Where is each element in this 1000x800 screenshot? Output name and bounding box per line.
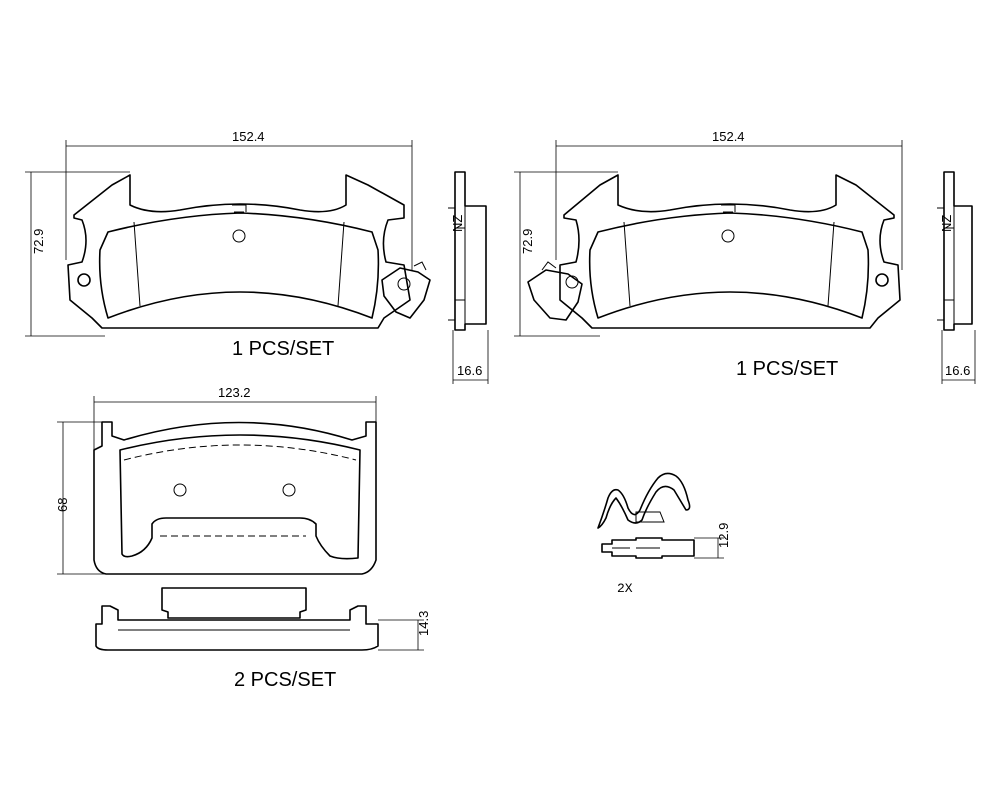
pad-upper-left-sensor-rivet — [397, 277, 411, 291]
pad-upper-left-side-mark: NZ — [450, 215, 465, 232]
pad-upper-right-sensor-tab — [541, 261, 557, 271]
pad-upper-right-side-details — [937, 207, 954, 321]
pad-lower-wear-line — [123, 444, 357, 461]
clip-quantity-label: 2X — [617, 581, 633, 596]
pad-upper-right-notch — [721, 204, 736, 213]
pad-lower-side-clip — [161, 587, 307, 619]
pad-upper-left-set-label: 1 PCS/SET — [232, 338, 334, 360]
pad-upper-left-side-view — [454, 171, 487, 331]
pad-upper-right-friction-material — [588, 212, 870, 319]
pad-upper-left-side-details — [448, 207, 465, 321]
pad-upper-right-backing-plate — [559, 174, 901, 329]
pad-upper-right-side-mark: NZ — [939, 215, 954, 232]
pad-upper-left-sensor-tab — [413, 261, 427, 271]
pad-lower-width-label: 123.2 — [218, 385, 251, 400]
clip-height-label: 12.9 — [716, 523, 731, 548]
pad-lower-hole-right — [282, 483, 296, 497]
pad-upper-right-sensor-rivet — [565, 275, 579, 289]
pad-upper-left-height-label: 72.9 — [31, 229, 46, 254]
pad-upper-right-side-view — [943, 171, 973, 331]
pad-lower-side-view — [95, 605, 379, 651]
clip-assembly: 12.9 2X — [597, 472, 731, 596]
pad-upper-left-backing-plate — [67, 174, 411, 329]
pad-lower-backing-plate — [93, 421, 377, 575]
pad-upper-right-width-label: 152.4 — [712, 129, 745, 144]
pad-lower-height-label: 68 — [55, 498, 70, 512]
pad-upper-right-height-label: 72.9 — [520, 229, 535, 254]
pad-lower-thickness-label: 14.3 — [416, 611, 431, 636]
pad-upper-right-mount-hole — [875, 273, 889, 287]
pad-upper-left-chamfer-left — [133, 221, 141, 307]
pad-upper-left-notch — [232, 204, 247, 213]
pad-lower-hole-left — [173, 483, 187, 497]
pad-upper-right-thickness-label: 16.6 — [945, 363, 970, 378]
pad-upper-right: NZ 152.4 72.9 16.6 1 PCS/SET — [514, 129, 976, 384]
pad-lower-friction-material — [119, 434, 361, 560]
pad-upper-right-set-label: 1 PCS/SET — [736, 358, 838, 380]
pad-upper-left-center-hole — [232, 229, 246, 243]
pad-upper-right-center-hole — [721, 229, 735, 243]
pad-upper-left-chamfer-right — [337, 221, 345, 307]
clip-spring-base — [635, 511, 665, 523]
pad-lower-set-label: 2 PCS/SET — [234, 669, 336, 691]
clip-spring — [597, 472, 691, 529]
clip-pin — [601, 537, 695, 559]
pad-upper-left-wear-sensor — [381, 267, 431, 319]
pad-upper-left-mount-hole — [77, 273, 91, 287]
pad-upper-right-wear-sensor — [527, 269, 583, 321]
pad-upper-left-width-label: 152.4 — [232, 129, 265, 144]
pad-upper-right-chamfer-left — [623, 221, 631, 307]
pad-upper-left-friction-material — [98, 212, 380, 319]
pad-upper-left-thickness-label: 16.6 — [457, 363, 482, 378]
pad-lower: 123.2 68 14.3 2 PCS/SET — [55, 385, 431, 691]
pad-upper-left: NZ 152.4 72.9 16.6 1 PCS/SET — [25, 129, 489, 384]
pad-upper-right-chamfer-right — [827, 221, 835, 307]
